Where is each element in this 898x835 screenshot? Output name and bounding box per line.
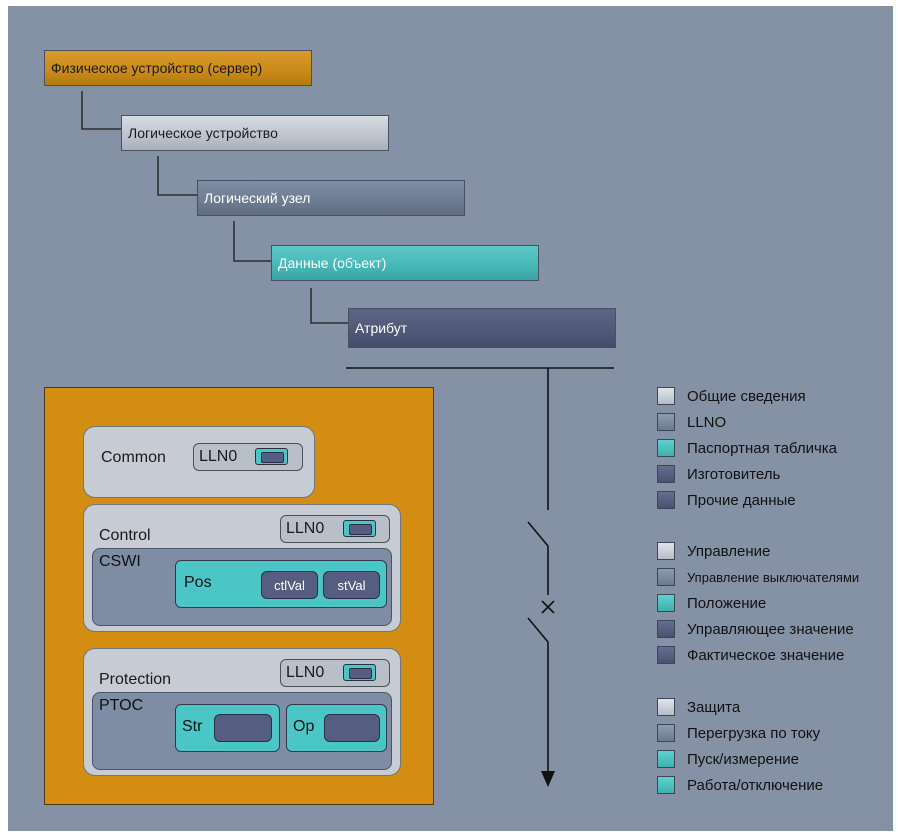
protection-llno-box: LLN0	[280, 659, 390, 687]
data-object-box: Данные (объект)	[271, 245, 539, 281]
legend-swatch	[657, 413, 675, 431]
op-value-block	[324, 714, 380, 742]
common-llno-box: LLN0	[193, 443, 303, 471]
legend-item: Управляющее значение	[657, 620, 854, 638]
arrow-head	[541, 771, 555, 787]
attribute-box: Атрибут	[348, 308, 616, 348]
single-line-schematic	[346, 367, 614, 778]
legend-item: Положение	[657, 594, 766, 612]
legend-item: Паспортная табличка	[657, 439, 837, 457]
data-object-label: Данные (объект)	[278, 255, 387, 271]
legend-swatch	[657, 646, 675, 664]
legend-item: Фактическое значение	[657, 646, 844, 664]
breaker-mark-b	[541, 600, 555, 614]
legend-swatch	[657, 491, 675, 509]
logical-device-box: Логическое устройство	[121, 115, 389, 151]
protection-group: Protection LLN0 PTOC Str Op	[83, 648, 401, 776]
legend-item: Перегрузка по току	[657, 724, 820, 742]
legend-swatch	[657, 750, 675, 768]
common-label: Common	[101, 449, 166, 466]
protection-label: Protection	[99, 671, 172, 688]
breaker-blade	[527, 617, 549, 643]
op-object: Op	[286, 704, 387, 752]
ctlval-attribute: ctlVal	[261, 571, 318, 599]
str-object: Str	[175, 704, 280, 752]
ptoc-label: PTOC	[99, 697, 144, 714]
legend-item: Работа/отключение	[657, 776, 823, 794]
legend-swatch	[657, 465, 675, 483]
legend-item: Пуск/измерение	[657, 750, 799, 768]
attribute-label: Атрибут	[355, 320, 408, 336]
op-label: Op	[293, 718, 315, 735]
control-llno-label: LLN0	[286, 520, 325, 537]
control-llno-box: LLN0	[280, 515, 390, 543]
llno-indicator-icon	[255, 448, 288, 465]
common-llno-label: LLN0	[199, 448, 238, 465]
legend-swatch	[657, 439, 675, 457]
connector-logical-node	[157, 156, 198, 196]
ptoc-node: PTOC Str Op	[92, 692, 392, 770]
legend-item: LLNO	[657, 413, 726, 431]
protection-llno-label: LLN0	[286, 664, 325, 681]
cswi-label: CSWI	[99, 553, 141, 570]
cswi-node: CSWI Pos ctlVal stVal	[92, 548, 392, 626]
str-value-block	[214, 714, 272, 742]
pos-object: Pos ctlVal stVal	[175, 560, 387, 608]
legend-swatch	[657, 594, 675, 612]
logical-device-label: Логическое устройство	[128, 125, 278, 141]
physical-device-box: Физическое устройство (сервер)	[44, 50, 312, 86]
logical-node-box: Логический узел	[197, 180, 465, 216]
legend-item: Прочие данные	[657, 491, 796, 509]
legend-swatch	[657, 776, 675, 794]
legend-swatch	[657, 542, 675, 560]
stval-attribute: stVal	[323, 571, 380, 599]
disconnector-blade	[527, 521, 549, 547]
legend-item: Общие сведения	[657, 387, 806, 405]
ied-model-panel: Common LLN0 Control LLN0 CSWI Pos ctlVal…	[44, 387, 434, 805]
llno-indicator-icon	[343, 664, 376, 681]
control-label: Control	[99, 527, 151, 544]
control-group: Control LLN0 CSWI Pos ctlVal stVal	[83, 504, 401, 632]
legend-item: Управление	[657, 542, 770, 560]
llno-indicator-icon	[343, 520, 376, 537]
legend-swatch	[657, 568, 675, 586]
connector-data-attribute	[310, 288, 350, 324]
pos-label: Pos	[184, 574, 212, 591]
legend-swatch	[657, 724, 675, 742]
str-label: Str	[182, 718, 203, 735]
connector-node-data	[233, 221, 272, 262]
legend-item: Защита	[657, 698, 740, 716]
legend-swatch	[657, 620, 675, 638]
connector-physical-logical	[81, 91, 122, 130]
legend-item: Управление выключателями	[657, 568, 859, 586]
legend-item: Изготовитель	[657, 465, 780, 483]
physical-device-label: Физическое устройство (сервер)	[51, 60, 263, 76]
common-group: Common LLN0	[83, 426, 315, 498]
legend-swatch	[657, 387, 675, 405]
logical-node-label: Логический узел	[204, 190, 311, 206]
legend-swatch	[657, 698, 675, 716]
